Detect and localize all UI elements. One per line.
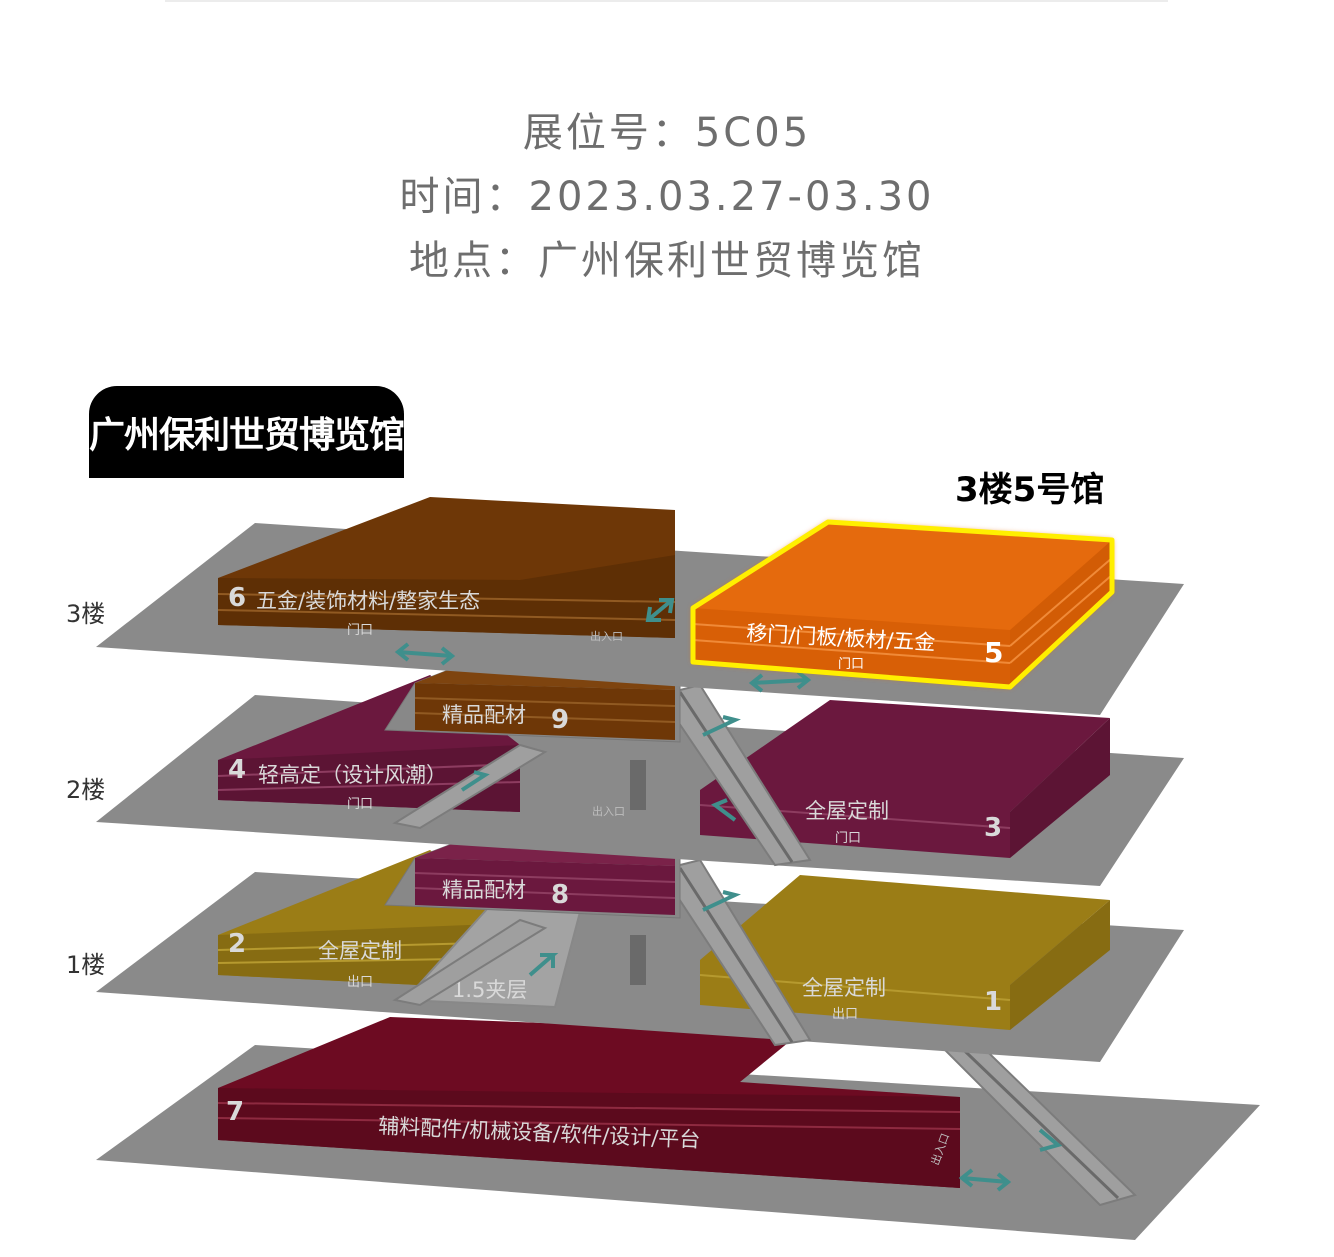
hall-7[interactable]: 7 辅料配件/机械设备/软件/设计/平台 bbox=[217, 1017, 961, 1188]
escalator-center-upper bbox=[392, 683, 812, 985]
hall-9-label: 精品配材 bbox=[442, 703, 526, 727]
hall-4-number: 4 bbox=[228, 755, 246, 785]
hall-1-label: 全屋定制 bbox=[802, 976, 886, 1000]
entrance-label-3: 出入口 bbox=[590, 629, 623, 643]
time-value: 2023.03.27-03.30 bbox=[528, 174, 935, 220]
escalator-center-lower bbox=[392, 858, 812, 1047]
floor-label-1: 1楼 bbox=[66, 951, 105, 979]
two-way-arrow-3-left bbox=[394, 642, 456, 666]
hall-9-number: 9 bbox=[551, 705, 569, 735]
hall-8-label: 精品配材 bbox=[442, 878, 526, 902]
hall-6[interactable]: 6 五金/装饰材料/整家生态 门口 bbox=[217, 497, 676, 638]
venue-title-badge: 广州保利世贸博览馆 bbox=[89, 386, 405, 478]
hall-1-number: 1 bbox=[984, 987, 1002, 1017]
place-label: 地点： bbox=[409, 238, 538, 284]
highlight-hall-callout: 3楼5号馆 bbox=[955, 470, 1105, 510]
hall-1-tag: 出口 bbox=[832, 1007, 858, 1022]
two-way-arrow-ground bbox=[958, 1168, 1012, 1192]
booth-label: 展位号： bbox=[522, 110, 695, 156]
escalator-right bbox=[922, 1023, 1137, 1207]
hall-2-tag: 出口 bbox=[347, 975, 373, 990]
mezzanine-label: 1.5夹层 bbox=[452, 978, 527, 1002]
hall-6-tag: 门口 bbox=[347, 623, 373, 638]
hall-2-number: 2 bbox=[228, 929, 246, 959]
time-label: 时间： bbox=[399, 174, 529, 220]
two-way-arrow-3-right bbox=[748, 670, 812, 693]
entrance-label-2: 出入口 bbox=[592, 804, 625, 818]
hall-7-number: 7 bbox=[226, 1097, 244, 1127]
hall-3-label: 全屋定制 bbox=[805, 799, 889, 823]
hall-5-number: 5 bbox=[984, 636, 1003, 669]
hall-3[interactable]: 全屋定制 门口 3 bbox=[699, 700, 1110, 858]
hall-5[interactable]: 移门/门板/板材/五金 门口 5 bbox=[690, 519, 1115, 690]
hall-8-number: 8 bbox=[551, 880, 569, 910]
hall-5-highlight-outline bbox=[690, 519, 1115, 690]
booth-info: 展位号：5C05 bbox=[0, 100, 1334, 158]
hall-6-label: 五金/装饰材料/整家生态 bbox=[256, 589, 480, 613]
two-way-arrow-3-diag bbox=[645, 598, 675, 622]
hall-6-number: 6 bbox=[228, 583, 246, 613]
hall-3-number: 3 bbox=[984, 813, 1002, 843]
time-info: 时间：2023.03.27-03.30 bbox=[0, 164, 1334, 222]
hall-5-tag: 门口 bbox=[838, 657, 864, 672]
hall-1[interactable]: 全屋定制 出口 1 bbox=[699, 875, 1110, 1030]
hall-4-label: 轻高定（设计风潮） bbox=[258, 763, 447, 787]
hall-4-tag: 门口 bbox=[347, 797, 373, 812]
place-value: 广州保利世贸博览馆 bbox=[538, 238, 925, 284]
hall-2-label: 全屋定制 bbox=[318, 939, 402, 963]
top-divider bbox=[165, 0, 1168, 2]
place-info: 地点：广州保利世贸博览馆 bbox=[0, 228, 1334, 286]
booth-value: 5C05 bbox=[694, 110, 812, 156]
floor-label-2: 2楼 bbox=[66, 776, 105, 804]
floor-label-3: 3楼 bbox=[66, 600, 105, 628]
hall-3-tag: 门口 bbox=[835, 831, 861, 846]
